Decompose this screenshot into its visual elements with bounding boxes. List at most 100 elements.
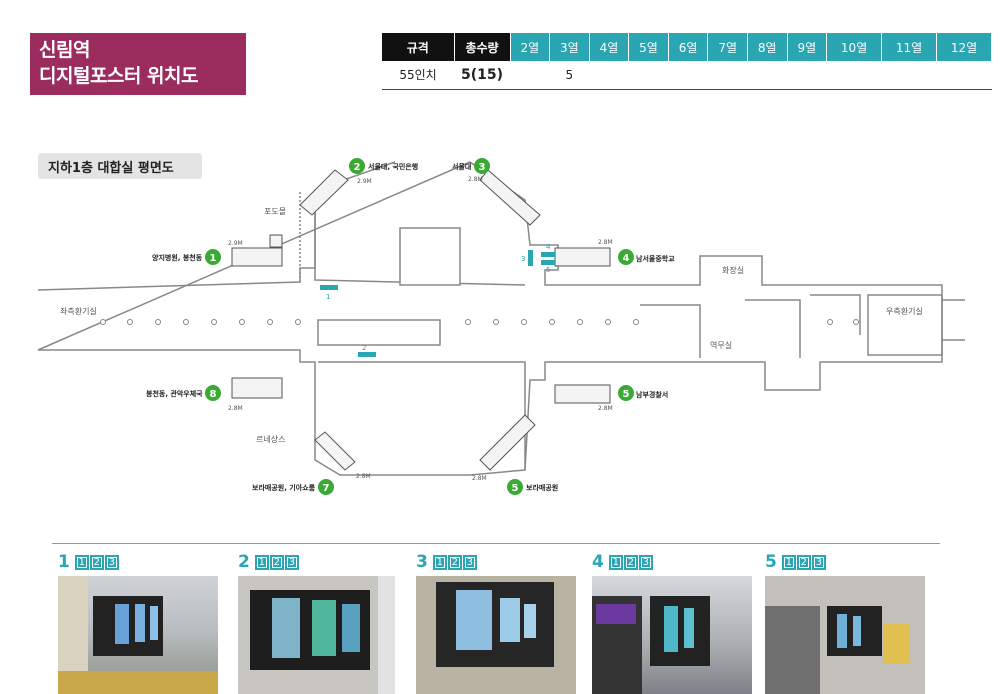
spec-header: 12열 [936, 33, 993, 61]
width-label: 2.8M [228, 405, 243, 412]
exit-number: 2 [354, 162, 361, 173]
exit-number: 3 [479, 162, 486, 173]
marker-label: 4 [546, 243, 551, 251]
screen-box: 2 [796, 554, 811, 570]
poster-marker-5 [541, 260, 555, 265]
width-label: 2.9M [228, 240, 243, 247]
floorplan-title: 지하1층 대합실 평면도 [38, 153, 202, 179]
spec-header: 2열 [510, 33, 551, 61]
screen-box: 3 [638, 554, 653, 570]
spec-header: 6열 [668, 33, 709, 61]
spec-header-row: 규격 총수량 2열 3열 4열 5열 6열 7열 8열 9열 10열 11열 1… [382, 33, 993, 61]
spec-header: 4열 [589, 33, 630, 61]
exit-label: 봉천동, 관악우체국 [146, 389, 203, 398]
station-title-box: 신림역 디지털포스터 위치도 [30, 33, 246, 95]
poster-marker-2 [358, 352, 376, 357]
spec-cell [628, 61, 669, 90]
photo-number: 4 [592, 552, 604, 572]
spec-cell [826, 61, 882, 90]
location-photo [592, 576, 752, 694]
exit-2: 2 서울대, 국민은행 [349, 158, 418, 174]
spec-cell: 5 [549, 61, 590, 90]
section-divider [52, 543, 940, 544]
spec-header: 3열 [549, 33, 590, 61]
screen-box: 1 [608, 554, 623, 570]
spec-header: 10열 [826, 33, 883, 61]
spec-header: 11열 [881, 33, 937, 61]
exit-label: 남부경찰서 [636, 390, 668, 399]
poster-marker-3 [528, 250, 533, 266]
exit-label: 보라매공원 [526, 483, 558, 492]
screen-box: 3 [462, 554, 477, 570]
exit-8: 봉천동, 관악우체국 8 [146, 385, 221, 401]
location-photo [238, 576, 395, 694]
screen-box: 2 [447, 554, 462, 570]
exit-badges: 양지병원, 봉천동 1 2 서울대, 국민은행 서울대 3 4 남서울중학교 5… [146, 158, 675, 495]
spec-header: 5열 [628, 33, 669, 61]
spec-header: 7열 [707, 33, 748, 61]
exit-label: 양지병원, 봉천동 [152, 253, 203, 262]
exit-7: 보라매공원, 기아쇼룸 7 [252, 479, 334, 495]
location-photo [416, 576, 576, 694]
screen-box: 2 [269, 554, 284, 570]
spec-cell [707, 61, 748, 90]
spec-cell [787, 61, 827, 90]
exit-5a: 5 남부경찰서 [618, 385, 668, 401]
exit-label: 남서울중학교 [636, 254, 675, 263]
spec-cell: 55인치 [382, 61, 454, 90]
spec-header: 8열 [747, 33, 788, 61]
room-right-lobby: 우측환기실 [886, 306, 923, 316]
screen-box: 3 [104, 554, 119, 570]
station-name: 신림역 [39, 39, 90, 61]
photo-number: 3 [416, 552, 428, 572]
screen-box: 1 [254, 554, 269, 570]
spec-header: 규격 [382, 33, 455, 61]
floorplan-map: 좌측환기실 우측환기실 역무실 화장실 포도몰 르네상스 2.9M 2.9M 2… [37, 158, 965, 495]
exit-3: 서울대 3 [452, 158, 490, 174]
exit-number: 5 [623, 389, 630, 400]
marker-label: 3 [521, 255, 525, 263]
screen-box: 1 [781, 554, 796, 570]
spec-cell: 5(15) [454, 61, 510, 90]
exit-number: 4 [623, 253, 630, 264]
page-title: 디지털포스터 위치도 [39, 65, 198, 87]
column-dots [100, 319, 859, 325]
width-label: 2.8M [356, 473, 371, 480]
width-label: 2.9M [357, 178, 372, 185]
photo-number: 5 [765, 552, 777, 572]
room-restroom: 화장실 [722, 265, 744, 275]
floorplan-walls [37, 161, 965, 476]
spec-cell [881, 61, 937, 90]
marker-label: 2 [362, 344, 366, 352]
exit-number: 1 [210, 253, 217, 264]
exit-label: 서울대, 국민은행 [368, 162, 418, 171]
screen-box: 3 [811, 554, 826, 570]
spec-cell [510, 61, 550, 90]
spec-data-row: 55인치 5(15) 5 [382, 61, 992, 90]
exit-1: 양지병원, 봉천동 1 [152, 249, 221, 265]
location-photo [765, 576, 925, 694]
width-label: 2.8M [472, 475, 487, 482]
exit-5b: 5 보라매공원 [507, 479, 558, 495]
exit-4: 4 남서울중학교 [618, 249, 675, 265]
poster-marker-1 [320, 285, 338, 290]
poster-marker-4 [541, 252, 555, 257]
spec-cell [747, 61, 788, 90]
exit-label: 서울대 [452, 162, 471, 171]
screen-box: 2 [89, 554, 104, 570]
exit-number: 5 [512, 483, 519, 494]
exit-number: 8 [210, 389, 217, 400]
spec-table: 규격 총수량 2열 3열 4열 5열 6열 7열 8열 9열 10열 11열 1… [382, 33, 993, 90]
spec-cell [589, 61, 629, 90]
exit-number: 7 [323, 483, 330, 494]
spec-cell [668, 61, 708, 90]
spec-header: 총수량 [454, 33, 511, 61]
